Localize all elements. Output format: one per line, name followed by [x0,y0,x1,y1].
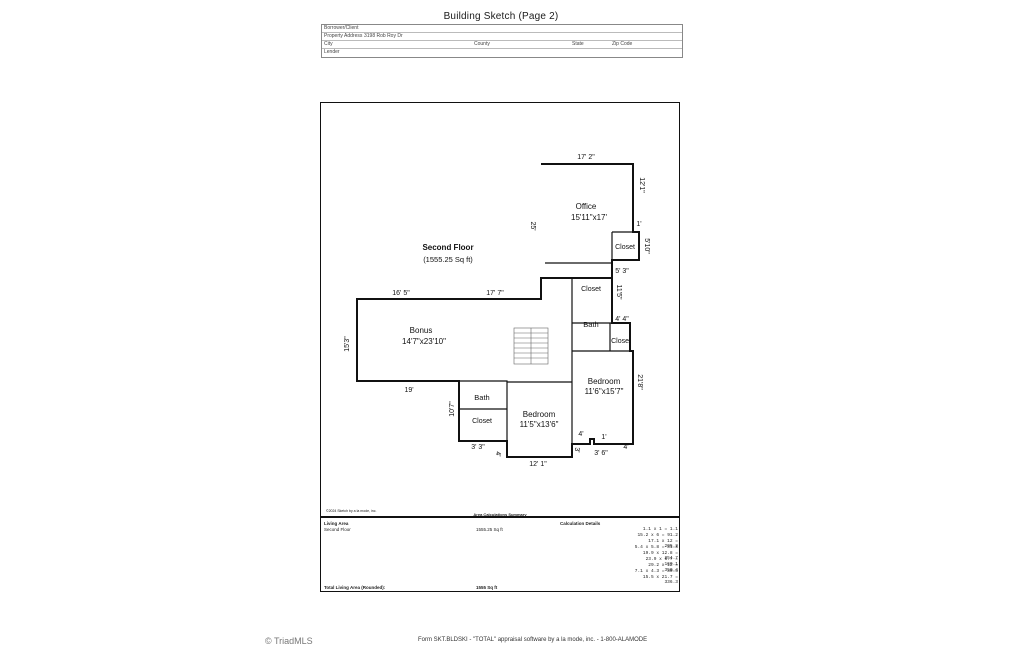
office-name: Office [576,202,597,211]
property-value: 3198 Rob Roy Dr [364,33,403,39]
dim-bottom-36: 3' 6" [594,450,608,457]
floor-title: Second Floor [422,243,473,252]
sketch-copyright: ©2024 Sketch by a la mode, inc. [326,509,376,513]
lender-label: Lender [324,49,340,55]
dim-bottom-121: 12' 1" [529,461,547,468]
lender-row: Lender [322,49,682,56]
dim-bottom-4b: 4' [623,444,628,451]
dimension-labels: 17' 2" 12'1" 25' 1' 5'10" 5' 3" 11'5" 4'… [344,154,650,468]
dim-bonus-top-left: 16' 5" [392,290,410,297]
bedroom-lower-size: 11'5"x13'6" [520,420,559,429]
state-label: State [572,41,584,47]
dim-office-left: 25' [529,221,536,230]
dim-bottom-3: 3' [573,447,580,452]
calc-line: 15.5 x 21.7 = 336.3 [642,575,678,585]
bonus-size: 14'7"x23'10" [402,337,446,346]
calc-line: 19.9 x 12.8 = 254.7 [642,551,678,561]
bedroom-lower-name: Bedroom [523,410,556,419]
dim-bottom-small: 4' [494,451,501,456]
dim-office-right: 12'1" [638,177,645,193]
bonus-name: Bonus [410,326,433,335]
calc-details-label: Calculation Details [560,521,601,526]
dim-closet-right: 5'10" [643,238,650,254]
closet-office: Closet [615,244,635,251]
page-title: Building Sketch (Page 2) [443,11,559,22]
sketch-frame [320,102,680,592]
bedroom-right-name: Bedroom [588,377,621,386]
calc-line: 1.1 x 1 = 1.1 [642,527,678,532]
city-label: City [324,41,333,47]
city-row: City County State Zip Code [322,41,682,49]
bedroom-right-size: 11'6"x15'7" [585,387,624,396]
floor-area: (1555.25 Sq ft) [423,255,473,264]
calc-line: 15.2 x 6 = 91.2 [637,533,678,538]
closet-upper: Closet [581,286,601,293]
office-size: 15'11"x17' [571,213,607,222]
office-wall [356,163,640,458]
area-summary: Area Calculations Summary Living Area Se… [320,512,680,594]
calc-line: 17.1 x 12 = 205.2 [648,539,678,549]
dim-office-notch: 1' [636,221,641,228]
summary-title: Area Calculations Summary [473,512,527,517]
dim-bonus-left: 15'3" [344,336,351,352]
dim-bottom-1: 1' [601,434,606,441]
dim-bath-lower-left: 10'7" [449,401,456,417]
dim-office-top: 17' 2" [577,154,595,161]
calc-line: 7.1 x 4.3 = 30.5 [634,569,678,574]
borrower-row: Borrower/Client [322,25,682,33]
calc-line: 5.4 x 5.8 = 31.3 [634,545,678,550]
closet-right: Closet [611,338,631,345]
calc-line: 23.9 x 6.7 = 160.1 [645,557,678,567]
total-value: 1555 Sq ft [476,585,498,590]
county-label: County [474,41,490,47]
total-label: Total Living Area (Rounded): [324,585,386,590]
dim-step-44: 4' 4" [615,316,629,323]
bath-upper: Bath [583,320,598,329]
dim-bonus-top-right: 17' 7" [486,290,504,297]
form-footer: Form SKT.BLDSKI - "TOTAL" appraisal soft… [418,637,648,643]
property-label: Property Address [324,33,363,39]
bath-lower: Bath [474,393,489,402]
interior-walls [459,231,633,444]
dim-bottom-33: 3' 3" [471,444,485,451]
living-area-label: Living Area [324,521,349,526]
dim-bath-right: 11'5" [615,285,622,300]
dim-bedroom-right-side: 21'8" [636,374,643,390]
calc-line: 29.2 x 12 = 350.4 [648,563,678,573]
zip-label: Zip Code [612,41,633,47]
borrower-label: Borrower/Client [324,25,359,31]
floor-plan: Second Floor (1555.25 Sq ft) Office 15'1… [326,154,650,513]
stairs-icon [513,327,549,365]
dim-closet-bottom: 5' 3" [615,268,629,275]
second-floor-label: Second Floor [324,527,351,532]
property-row: Property Address 3198 Rob Roy Dr [322,33,682,41]
dim-bonus-bottom: 19' [404,387,413,394]
header-form: Borrower/Client Property Address 3198 Ro… [321,24,683,58]
closet-lower: Closet [472,418,492,425]
dim-bottom-4a: 4' [578,431,583,438]
second-floor-value: 1555.25 Sq ft [476,527,503,532]
mls-watermark: © TriadMLS [265,636,313,646]
